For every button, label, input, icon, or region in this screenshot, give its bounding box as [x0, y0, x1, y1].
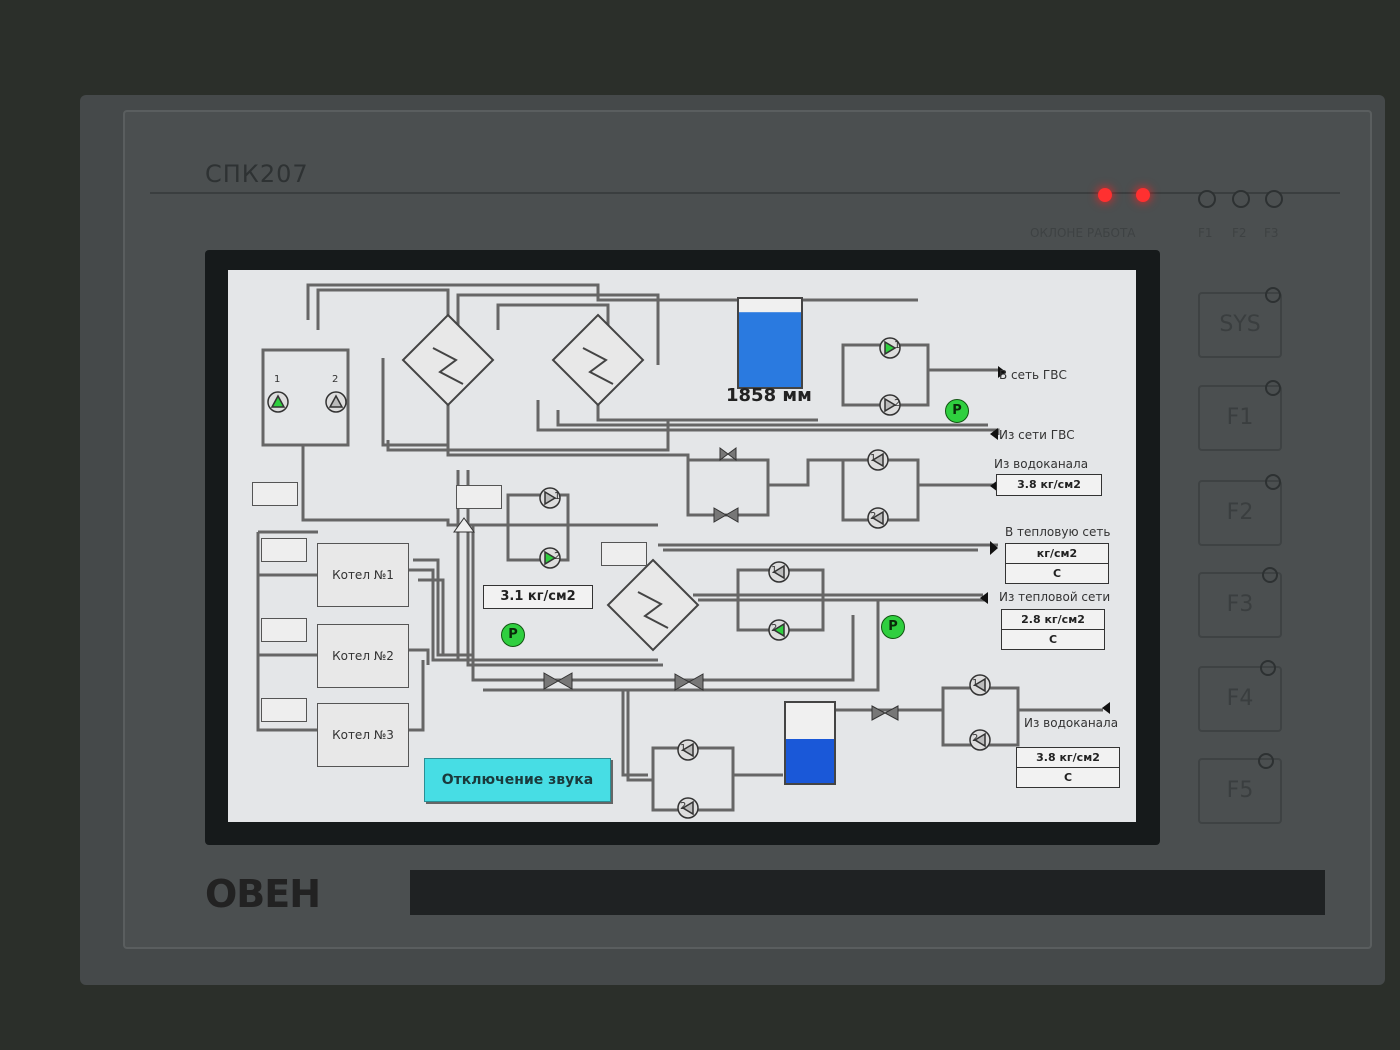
piping-diagram — [256, 283, 1110, 812]
pump-number: 2 — [870, 511, 877, 522]
heat-out-temp: С — [1005, 563, 1109, 584]
sys-key[interactable]: SYS — [1198, 292, 1282, 358]
status-led-f3 — [1265, 190, 1283, 208]
indicator-box — [456, 485, 502, 509]
pressure-sensor-dhw: P — [945, 399, 969, 423]
f4-key-led — [1260, 660, 1276, 676]
led-label-work: ОКЛОНЕ РАБОТА — [1030, 226, 1136, 240]
label-to-heat-network: В тепловую сеть — [1005, 525, 1111, 539]
f3-key[interactable]: F3 — [1198, 572, 1282, 638]
pump-number: 1 — [972, 678, 979, 689]
flow-arrows — [980, 366, 1110, 714]
status-led-f1 — [1198, 190, 1216, 208]
tank-level-value: 1858 мм — [726, 385, 812, 406]
water-supply-2-pressure: 3.8 кг/см2 — [1016, 747, 1120, 768]
f3-key-led — [1262, 567, 1278, 583]
f1-key-led — [1265, 380, 1281, 396]
pump-number: 2 — [894, 398, 901, 409]
panel-divider — [150, 192, 1340, 194]
hmi-screen: 1 2 1 2 1 2 1 2 1 2 1 2 1 2 1858 мм В се… — [228, 270, 1136, 822]
label-from-heat-network: Из тепловой сети — [999, 590, 1111, 604]
water-supply-2-temp: С — [1016, 767, 1120, 788]
label-from-water-supply-1: Из водоканала — [994, 457, 1089, 471]
pump-number: 1 — [771, 565, 778, 576]
pump-number: 2 — [972, 733, 979, 744]
indicator-box — [601, 542, 647, 566]
pressure-sensor-boiler: P — [501, 623, 525, 647]
sys-key-led — [1265, 287, 1281, 303]
indicator-box — [252, 482, 298, 506]
pump-number: 1 — [554, 491, 561, 502]
boiler-2[interactable]: Котел №2 — [317, 624, 409, 688]
pump-number: 2 — [680, 801, 687, 812]
label-to-dhw: В сеть ГВС — [999, 368, 1067, 382]
indicator-box — [261, 618, 307, 642]
f4-key[interactable]: F4 — [1198, 666, 1282, 732]
pump-number: 2 — [332, 374, 339, 385]
boiler-3[interactable]: Котел №3 — [317, 703, 409, 767]
f2-key-led — [1265, 474, 1281, 490]
pressure-sensor-heat-net: P — [881, 615, 905, 639]
pump-number: 1 — [870, 453, 877, 464]
lower-tank-level — [786, 739, 834, 783]
f1-key[interactable]: F1 — [1198, 385, 1282, 451]
boiler-1[interactable]: Котел №1 — [317, 543, 409, 607]
upper-tank-level — [739, 312, 801, 387]
f2-key[interactable]: F2 — [1198, 480, 1282, 546]
heat-out-pressure: кг/см2 — [1005, 543, 1109, 564]
pump-number: 1 — [274, 374, 281, 385]
status-led-work — [1098, 188, 1112, 202]
pump-number: 2 — [771, 623, 778, 634]
led-label-f2: F2 — [1232, 226, 1247, 240]
brand-logo: ОВЕН — [205, 872, 321, 916]
status-led-f2 — [1232, 190, 1250, 208]
pump-number: 1 — [680, 743, 687, 754]
led-label-f3: F3 — [1264, 226, 1279, 240]
indicator-box — [261, 538, 307, 562]
label-from-water-supply-2: Из водоканала — [1024, 716, 1119, 730]
f5-key[interactable]: F5 — [1198, 758, 1282, 824]
model-label: СПК207 — [205, 160, 309, 188]
status-led-work-2 — [1136, 188, 1150, 202]
heat-in-temp: С — [1001, 629, 1105, 650]
indicator-box — [261, 698, 307, 722]
label-from-dhw: Из сети ГВС — [999, 428, 1075, 442]
pump-number: 2 — [554, 551, 561, 562]
mute-button[interactable]: Отключение звука — [424, 758, 611, 802]
label-strip — [410, 870, 1325, 915]
led-label-f1: F1 — [1198, 226, 1213, 240]
heat-in-pressure: 2.8 кг/см2 — [1001, 609, 1105, 630]
f5-key-led — [1258, 753, 1274, 769]
heat-exchangers — [401, 313, 700, 652]
boiler-circuit-pressure: 3.1 кг/см2 — [483, 585, 593, 609]
water-supply-1-pressure: 3.8 кг/см2 — [996, 474, 1102, 496]
valves — [453, 447, 899, 721]
pump-number: 1 — [894, 340, 901, 351]
